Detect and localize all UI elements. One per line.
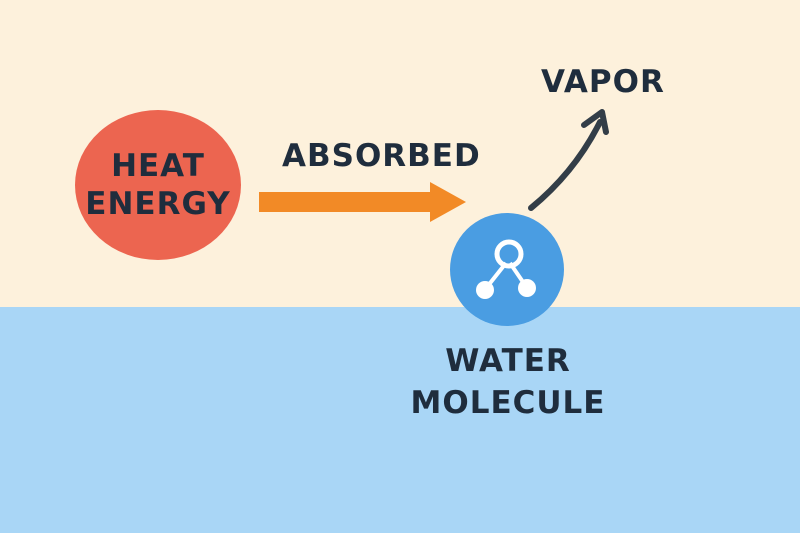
vapor-curve-arrow [528, 109, 609, 211]
heat-label-line1: HEAT [111, 148, 205, 184]
absorbed-arrow [259, 182, 466, 222]
water-molecule-label: WATER MOLECULE [396, 340, 620, 424]
water-molecule-circle [450, 213, 564, 326]
heat-energy-circle: HEAT ENERGY [75, 110, 241, 260]
molecule-icon [476, 239, 536, 299]
absorbed-label: ABSORBED [282, 138, 481, 174]
vapor-label: VAPOR [541, 64, 665, 100]
water-label-line1: WATER [445, 343, 571, 379]
water-background [0, 307, 800, 533]
water-label-line2: MOLECULE [410, 385, 606, 421]
heat-label-line2: ENERGY [85, 186, 231, 222]
